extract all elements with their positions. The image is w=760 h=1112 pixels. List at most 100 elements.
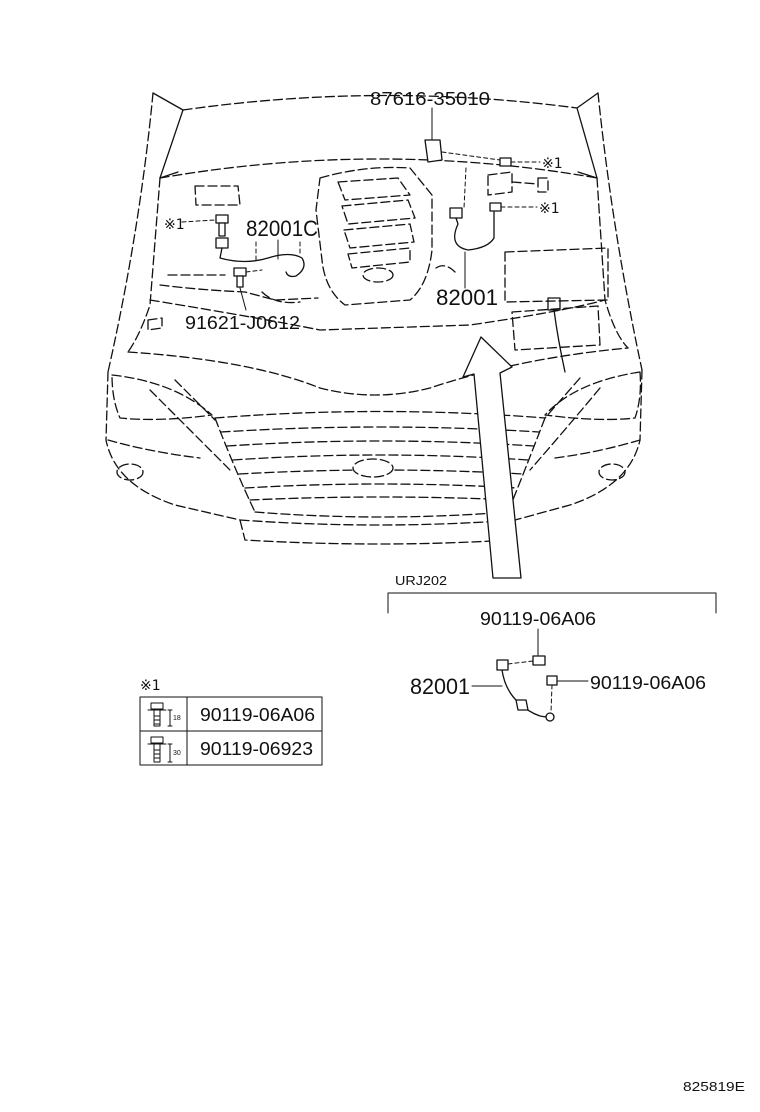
engine-cover-rib-1	[337, 177, 411, 201]
bolt-icon-dimension	[167, 743, 173, 763]
left-bay-pipe-2	[159, 284, 319, 301]
grille-slat	[249, 496, 514, 501]
left-bolt-head	[215, 214, 229, 224]
engine-bay-left-wall	[127, 177, 161, 353]
grille-emblem	[352, 458, 394, 478]
detail-side-bolt-guide	[550, 684, 553, 713]
left-bay-slot	[147, 317, 163, 331]
ref-mark-left-leader	[181, 219, 216, 223]
hood-left-inner-edge	[159, 109, 184, 179]
right-sensor-part-number: 82001	[436, 285, 498, 310]
left-fender-swoosh	[149, 389, 231, 471]
bolt-length-label: 18	[173, 715, 181, 722]
clamp-bolt-guide	[245, 269, 263, 273]
hood-right-inner-edge	[576, 107, 598, 179]
detail-sensor-grommet	[515, 699, 529, 711]
bolt-icon-thread	[153, 715, 161, 725]
left-sensor-wire	[219, 247, 305, 278]
cowl-line	[159, 158, 598, 179]
cowl-left-stub	[159, 171, 179, 179]
hood-right-outer-edge	[597, 92, 643, 371]
bumper-right-crease	[554, 439, 641, 459]
hood-left-corner	[152, 92, 184, 111]
detail-sensor-connector	[496, 659, 509, 671]
left-bay-hose	[261, 291, 301, 304]
bolt-icon-thread	[153, 749, 161, 759]
engine-cover-outline	[315, 166, 433, 306]
hood-left-outer-edge	[107, 92, 154, 373]
reservoir-link	[511, 181, 539, 185]
detail-bracket	[387, 592, 717, 614]
figure-number: 825819E	[683, 1079, 745, 1094]
left-bay-components	[147, 185, 319, 331]
detail-side-bolt-head	[546, 675, 558, 686]
left-bolt-shank	[218, 222, 226, 237]
left-sensor-assembly	[181, 214, 305, 311]
left-sensor-part-number: 82001C	[246, 216, 318, 241]
clamp-bolt-shank	[236, 275, 244, 288]
main-view-callouts: 87616-35010 ※1 ※1 ※1 82001C 82001 91621-…	[164, 89, 563, 333]
engine-bay-front-edge	[127, 347, 629, 396]
engine-bay-right-wall	[596, 177, 629, 349]
grille-left-side	[214, 417, 256, 513]
reservoir-cap	[537, 177, 549, 193]
right-fog-light	[598, 463, 626, 481]
right-bay-pipe	[435, 265, 456, 273]
clip-part-number: 87616-35010	[370, 89, 490, 109]
hood-right-corner	[576, 92, 599, 109]
right-sensor-guide	[463, 167, 467, 209]
legend-mark: ※1	[140, 678, 161, 694]
model-code-label: URJ202	[395, 573, 447, 588]
left-fog-light	[116, 463, 144, 481]
wire-clip	[424, 139, 443, 163]
clamp-bolt-leader	[239, 287, 247, 311]
clip-to-bolt-guide	[441, 151, 501, 161]
bumper-left-crease	[107, 439, 201, 459]
battery-tray	[504, 247, 609, 303]
engine-cover-rib-4	[347, 247, 411, 269]
engine-cover	[315, 166, 433, 306]
engine-cover-rib-2	[341, 199, 416, 225]
right-sensor-wire	[454, 211, 495, 251]
view-direction-arrow	[462, 336, 522, 579]
lower-intake	[239, 519, 516, 545]
engine-cover-emblem	[362, 267, 394, 283]
legend-part-number: 90119-06923	[200, 739, 313, 759]
bolt-icon-shank	[153, 743, 161, 763]
grille-slat	[244, 483, 518, 489]
legend-row: 30 90119-06923	[147, 736, 313, 763]
detail-sensor-part-number: 82001	[410, 674, 470, 699]
detail-view: URJ202 90119-06A06 90119-06A06 82001	[387, 573, 717, 722]
right-headlight-accent	[544, 377, 581, 419]
right-sensor-connector	[449, 207, 463, 219]
bolt-icon-dimension	[167, 709, 173, 727]
flange-bolt-icon	[147, 702, 173, 727]
battery-terminal	[547, 297, 561, 311]
hood-top-edge	[182, 94, 578, 111]
clamp-bolt-part-number: 91621-J0612	[185, 313, 300, 333]
bumper-right-side	[514, 369, 643, 521]
right-bay-components	[435, 171, 609, 373]
legend-part-number: 90119-06A06	[200, 705, 315, 725]
legend-row: 18 90119-06A06	[147, 702, 315, 727]
left-headlight-accent	[174, 379, 216, 421]
right-sensor-assembly	[424, 107, 541, 289]
bolt-length-label: 30	[173, 750, 181, 757]
air-box	[194, 185, 241, 206]
battery	[511, 305, 601, 351]
right-headlight	[544, 371, 642, 421]
bolt-icon-head	[150, 736, 164, 744]
detail-top-bolt-part-number: 90119-06A06	[480, 609, 596, 629]
grille-bottom	[254, 511, 509, 518]
battery-cable	[553, 309, 566, 373]
flange-bolt-icon	[147, 736, 173, 763]
bolt-icon-head	[150, 702, 164, 710]
left-sensor-connector	[215, 237, 229, 249]
front-fascia	[105, 369, 643, 545]
lower-bolt-head	[489, 202, 502, 212]
hood-outline	[107, 92, 643, 373]
reservoir	[487, 171, 513, 196]
ref-mark-lower-right: ※1	[539, 201, 560, 217]
left-headlight	[111, 374, 213, 421]
